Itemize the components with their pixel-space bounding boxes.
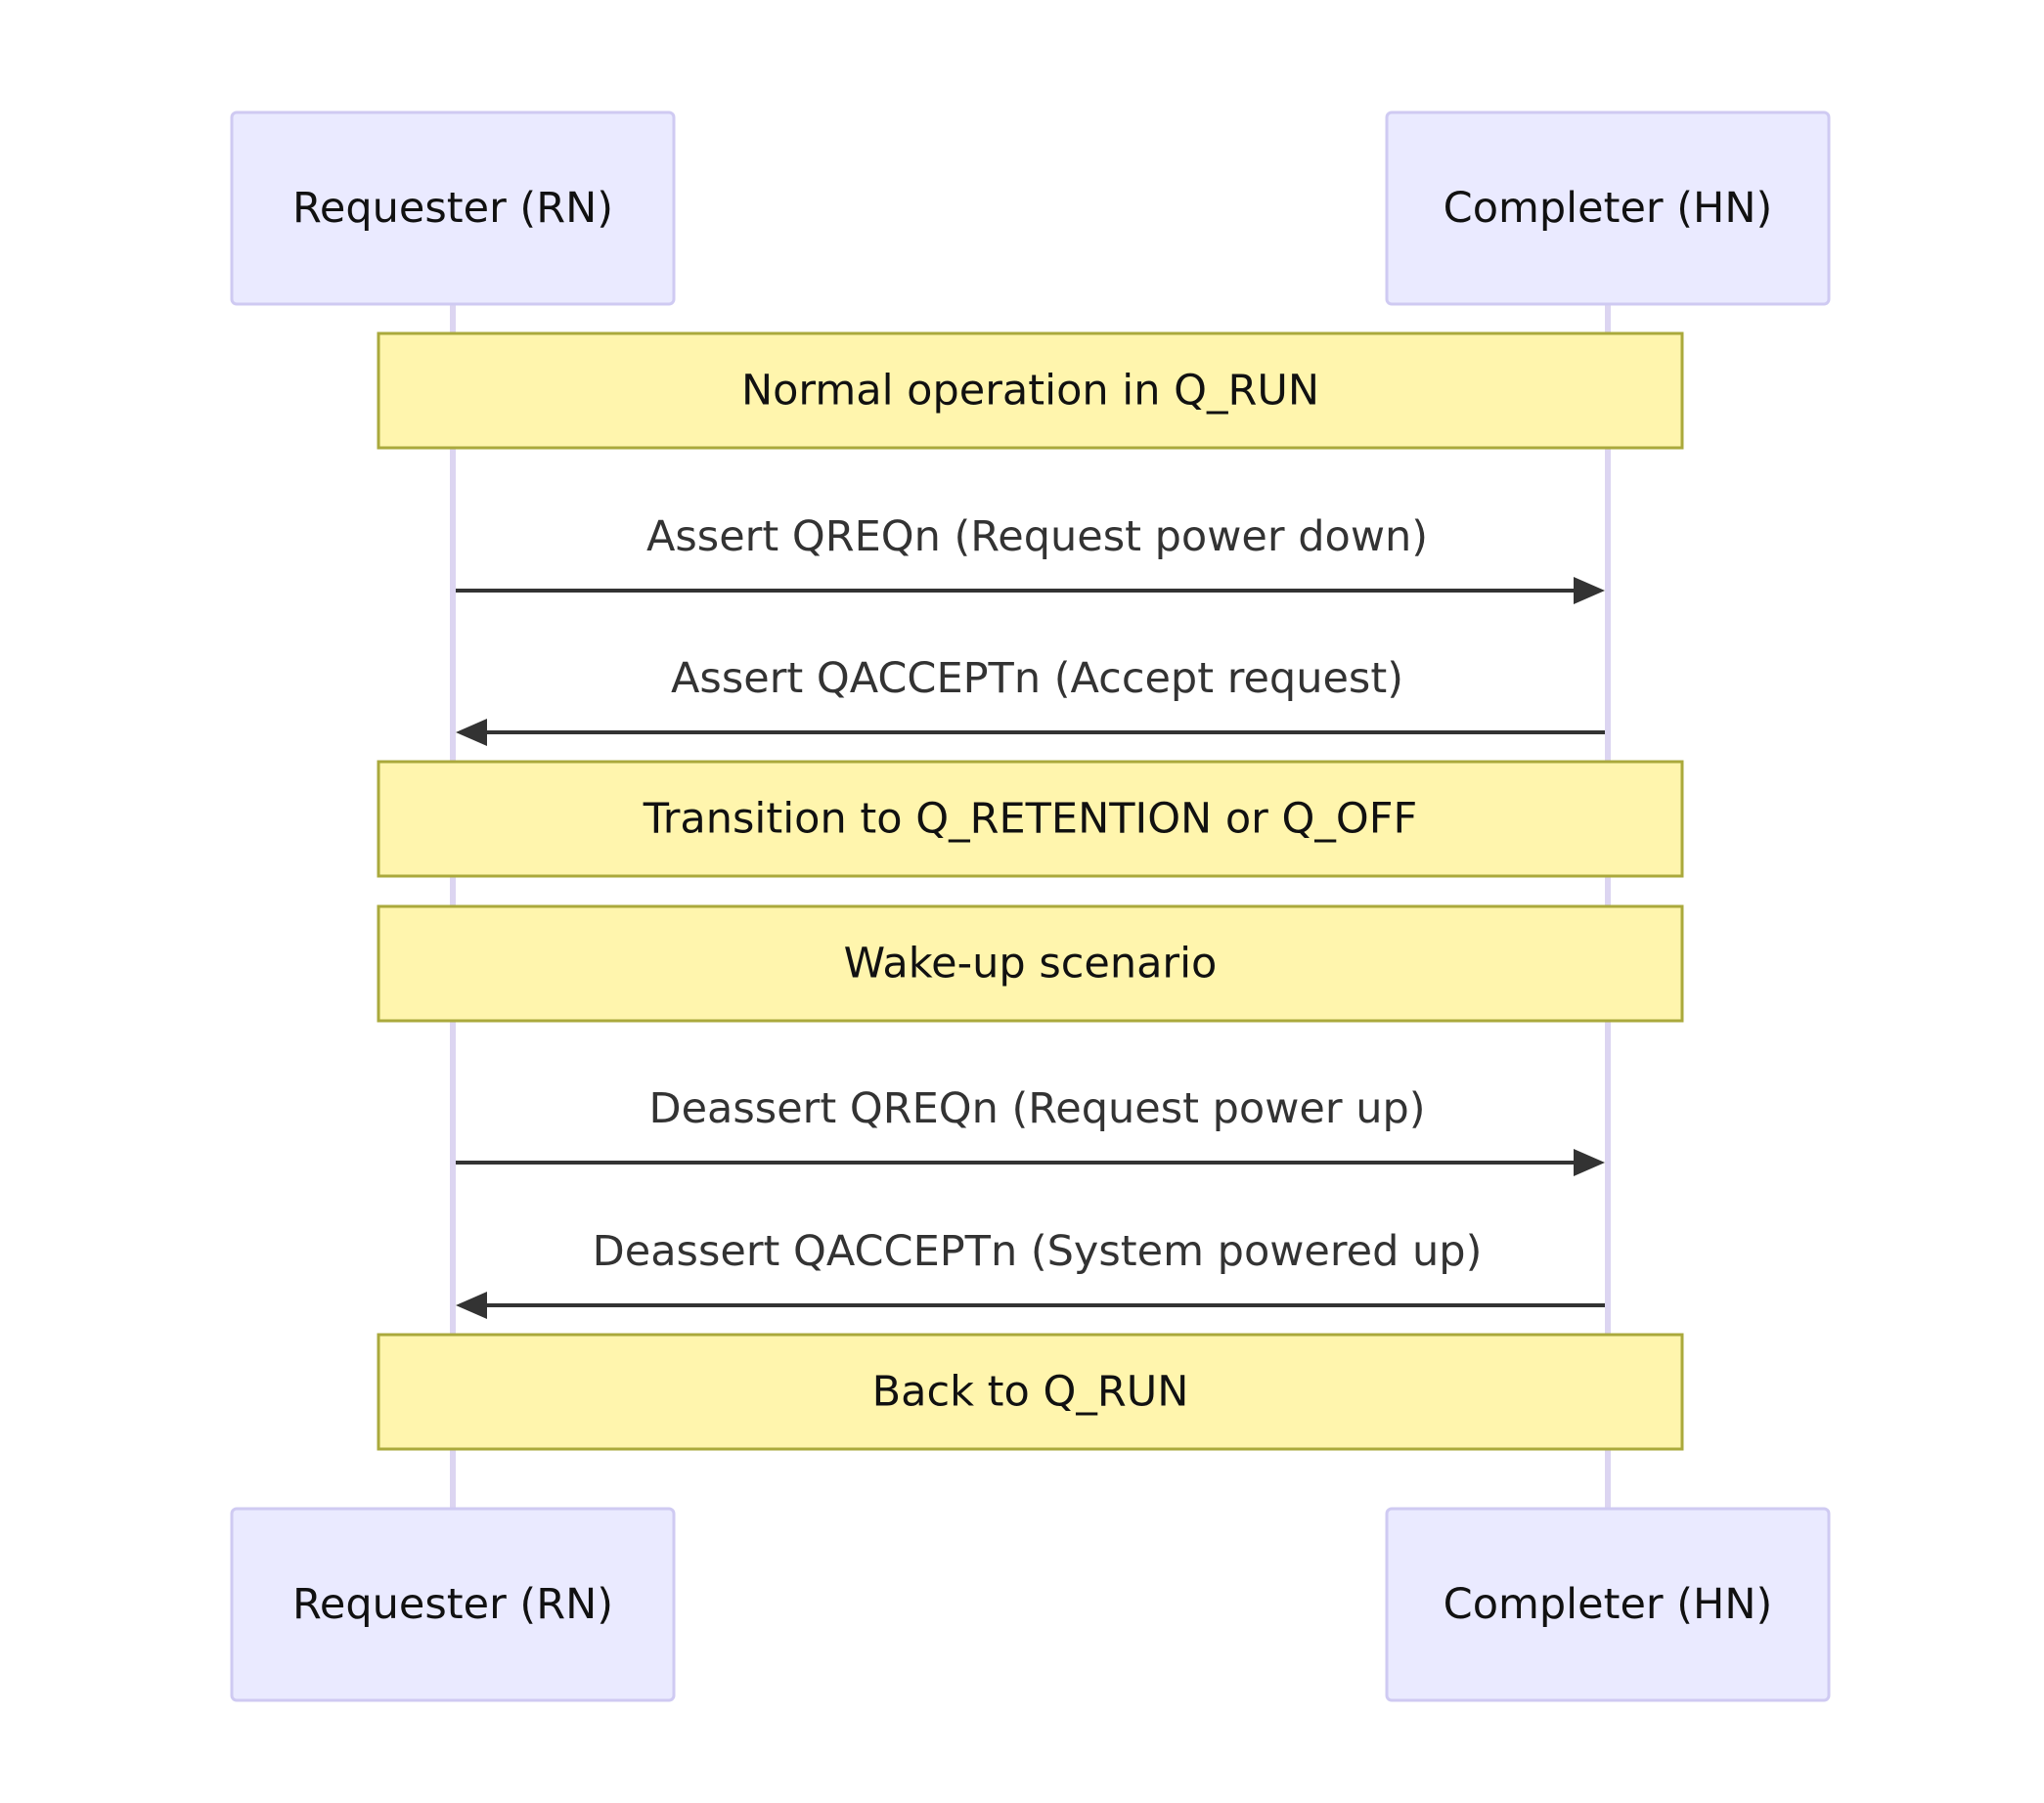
participant-box [1385,1507,1831,1702]
participant-box [1385,110,1831,306]
note-label: Back to Q_RUN [872,1368,1189,1417]
message-label: Deassert QACCEPTn (System powered up) [593,1227,1483,1276]
message-2: Assert QACCEPTn (Accept request) [456,654,1605,746]
message-label: Assert QREQn (Request power down) [646,512,1428,561]
participant-label: Completer (HN) [1444,1580,1773,1629]
message-5: Deassert QREQn (Request power up) [456,1084,1605,1176]
note-3: Transition to Q_RETENTION or Q_OFF [377,760,1684,878]
participant-rn-bottom: Requester (RN) [230,1507,676,1702]
note-7: Back to Q_RUN [377,1333,1684,1451]
arrowhead-icon [1574,1149,1605,1176]
note-0: Normal operation in Q_RUN [377,331,1684,450]
note-4: Wake-up scenario [377,904,1684,1023]
sequence-steps: Normal operation in Q_RUN Assert QREQn (R… [377,331,1684,1451]
participants-bottom-row: Requester (RN) Completer (HN) [230,1507,1831,1702]
arrowhead-icon [1574,577,1605,604]
message-6: Deassert QACCEPTn (System powered up) [456,1227,1605,1319]
note-label: Wake-up scenario [844,940,1218,989]
participants-top-row: Requester (RN) Completer (HN) [230,110,1831,306]
note-box [377,331,1684,450]
message-1: Assert QREQn (Request power down) [456,512,1605,604]
participant-box [230,110,676,306]
note-box [377,1333,1684,1451]
participant-label: Requester (RN) [292,184,613,233]
participant-box [230,1507,676,1702]
note-label: Transition to Q_RETENTION or Q_OFF [643,795,1417,844]
message-label: Assert QACCEPTn (Accept request) [671,654,1403,703]
participant-hn-top: Completer (HN) [1385,110,1831,306]
participant-label: Requester (RN) [292,1580,613,1629]
participant-hn-bottom: Completer (HN) [1385,1507,1831,1702]
participant-rn-top: Requester (RN) [230,110,676,306]
arrowhead-icon [456,719,487,746]
arrowhead-icon [456,1292,487,1319]
note-box [377,760,1684,878]
note-box [377,904,1684,1023]
note-label: Normal operation in Q_RUN [741,367,1319,416]
message-label: Deassert QREQn (Request power up) [648,1084,1425,1133]
participant-label: Completer (HN) [1444,184,1773,233]
